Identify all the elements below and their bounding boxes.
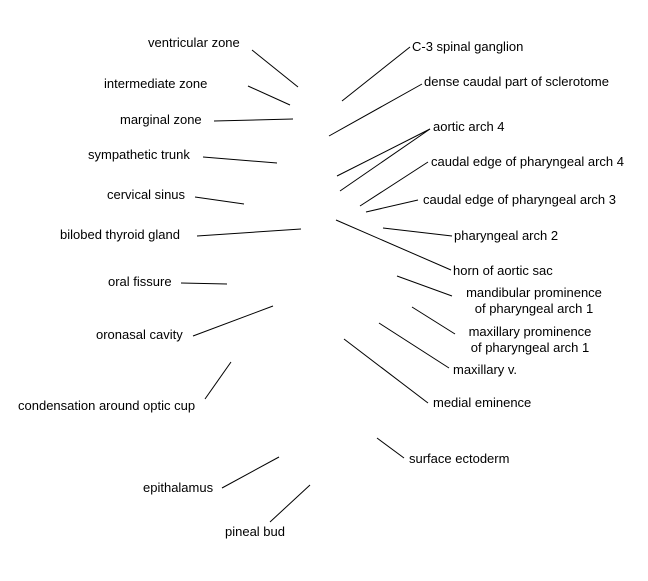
label-condensation-around-optic-cup: condensation around optic cup: [18, 398, 196, 413]
leader-intermediate-zone: [247, 85, 291, 106]
label-mandibular-prominence: mandibular prominence of pharyngeal arch…: [454, 285, 614, 317]
leader-condensation-optic-cup: [204, 361, 232, 400]
label-caudal-edge-pharyngeal-arch-3: caudal edge of pharyngeal arch 3: [423, 192, 616, 207]
leader-dense-caudal-sclerotome: [328, 83, 423, 137]
leader-maxillary-prominence: [411, 306, 456, 335]
label-mandibular-prominence-line2: of pharyngeal arch 1: [474, 301, 594, 316]
label-intermediate-zone: intermediate zone: [104, 76, 208, 91]
label-oral-fissure: oral fissure: [108, 274, 172, 289]
leader-caudal-edge-arch-3: [365, 199, 419, 213]
label-maxillary-prominence-line1: maxillary prominence: [468, 324, 592, 339]
label-maxillary-v: maxillary v.: [453, 362, 518, 377]
label-surface-ectoderm: surface ectoderm: [409, 451, 510, 466]
label-mandibular-prominence-line1: mandibular prominence: [466, 285, 602, 300]
leader-maxillary-v: [378, 322, 450, 369]
leader-cervical-sinus: [194, 196, 245, 205]
label-dense-caudal-part-of-sclerotome: dense caudal part of sclerotome: [424, 74, 609, 89]
label-caudal-edge-pharyngeal-arch-4: caudal edge of pharyngeal arch 4: [431, 154, 624, 169]
label-sympathetic-trunk: sympathetic trunk: [88, 147, 190, 162]
label-maxillary-prominence-line2: of pharyngeal arch 1: [470, 340, 590, 355]
leader-ventricular-zone: [251, 49, 299, 88]
leader-pharyngeal-arch-2: [382, 227, 453, 237]
leader-epithalamus: [221, 456, 280, 489]
leader-oral-fissure: [180, 282, 228, 285]
label-pineal-bud: pineal bud: [225, 524, 285, 539]
leader-aortic-arch-4-b: [339, 128, 431, 192]
leader-mandibular-prominence: [396, 275, 453, 297]
leader-horn-aortic-sac: [335, 219, 452, 271]
label-ventricular-zone: ventricular zone: [148, 35, 240, 50]
leader-surface-ectoderm: [376, 437, 405, 459]
leader-pineal-bud: [269, 484, 311, 523]
leader-c3-spinal-ganglion: [341, 46, 411, 102]
label-epithalamus: epithalamus: [143, 480, 214, 495]
label-horn-of-aortic-sac: horn of aortic sac: [453, 263, 553, 278]
label-pharyngeal-arch-2: pharyngeal arch 2: [454, 228, 559, 243]
label-c3-spinal-ganglion: C-3 spinal ganglion: [412, 39, 524, 54]
leader-bilobed-thyroid: [196, 228, 302, 237]
label-cervical-sinus: cervical sinus: [107, 187, 186, 202]
leader-oronasal-cavity: [192, 305, 274, 337]
leader-aortic-arch-4-a: [336, 128, 431, 177]
leader-caudal-edge-arch-4: [359, 161, 429, 207]
leader-medial-eminence: [343, 338, 429, 404]
label-aortic-arch-4: aortic arch 4: [433, 119, 505, 134]
leader-marginal-zone: [213, 118, 294, 122]
label-maxillary-prominence: maxillary prominence of pharyngeal arch …: [450, 324, 610, 356]
label-bilobed-thyroid-gland: bilobed thyroid gland: [60, 227, 180, 242]
leader-sympathetic-trunk: [202, 156, 278, 164]
label-oronasal-cavity: oronasal cavity: [96, 327, 183, 342]
label-medial-eminence: medial eminence: [433, 395, 532, 410]
label-marginal-zone: marginal zone: [120, 112, 202, 127]
